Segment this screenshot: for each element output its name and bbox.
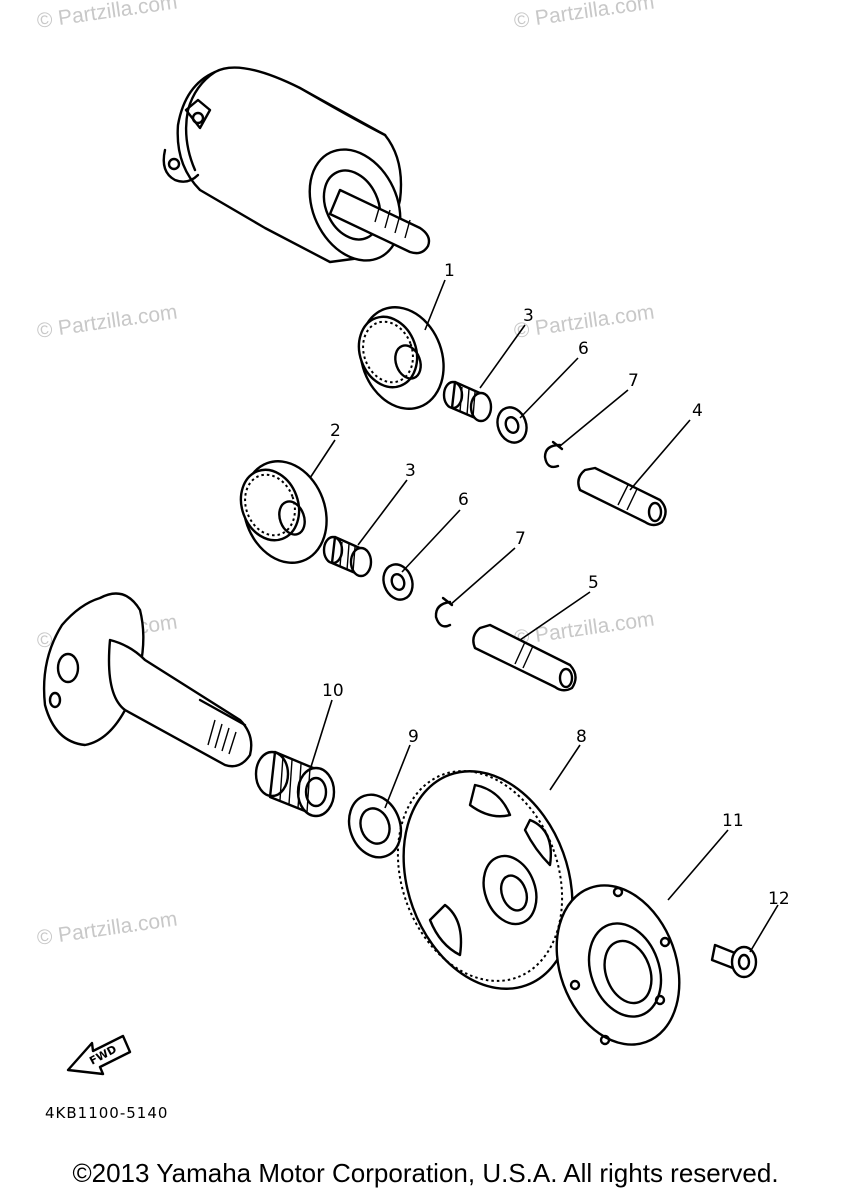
- leader-lines: [309, 279, 779, 953]
- idle-gear-1: [357, 306, 445, 410]
- callout-2: 2: [330, 421, 341, 441]
- callout-6-lower: 6: [458, 490, 469, 510]
- callout-labels: 1 2 3 3 4 5 6 6 7 7 8 9 10 11 12: [322, 261, 790, 909]
- shaft-4: [577, 466, 667, 527]
- bolt-12: [710, 943, 758, 979]
- diagram-code: 4KB1100-5140: [45, 1104, 168, 1122]
- crankshaft: [42, 592, 253, 768]
- washer-6-lower: [382, 563, 414, 601]
- watermark-2: © Partzilla.com: [512, 0, 655, 33]
- watermark-7: © Partzilla.com: [35, 907, 178, 949]
- copyright-notice: ©2013 Yamaha Motor Corporation, U.S.A. A…: [72, 1158, 779, 1188]
- callout-1: 1: [444, 261, 455, 281]
- circlip-7-upper: [543, 440, 564, 469]
- callout-5: 5: [588, 573, 599, 593]
- watermark-6: © Partzilla.com: [512, 607, 655, 649]
- watermark-4: © Partzilla.com: [512, 300, 655, 342]
- callout-7-lower: 7: [515, 529, 526, 549]
- exploded-view-drawing: © Partzilla.com © Partzilla.com © Partzi…: [35, 0, 790, 1122]
- fwd-arrow-icon: FWD: [66, 1034, 132, 1076]
- shaft-5: [472, 623, 577, 692]
- callout-7-upper: 7: [628, 371, 639, 391]
- callout-11: 11: [722, 811, 744, 831]
- circlip-7-lower: [434, 596, 454, 628]
- callout-9: 9: [408, 727, 419, 747]
- callout-3-upper: 3: [523, 306, 534, 326]
- callout-12: 12: [768, 889, 790, 909]
- watermark-1: © Partzilla.com: [35, 0, 178, 33]
- watermark-3: © Partzilla.com: [35, 300, 178, 342]
- starter-motor: [162, 66, 431, 264]
- washer-9: [347, 793, 403, 859]
- callout-8: 8: [576, 727, 587, 747]
- one-way-clutch-11: [555, 884, 681, 1046]
- callout-6-upper: 6: [578, 339, 589, 359]
- callout-10: 10: [322, 681, 344, 701]
- callout-3-lower: 3: [405, 461, 416, 481]
- starter-wheel-gear-8: [396, 770, 574, 990]
- needle-bearing-3-upper: [442, 380, 493, 423]
- needle-bearing-10: [254, 750, 336, 818]
- idle-gear-2: [239, 460, 328, 564]
- needle-bearing-3-lower: [322, 535, 373, 578]
- washer-6-upper: [496, 406, 528, 444]
- callout-4: 4: [692, 401, 703, 421]
